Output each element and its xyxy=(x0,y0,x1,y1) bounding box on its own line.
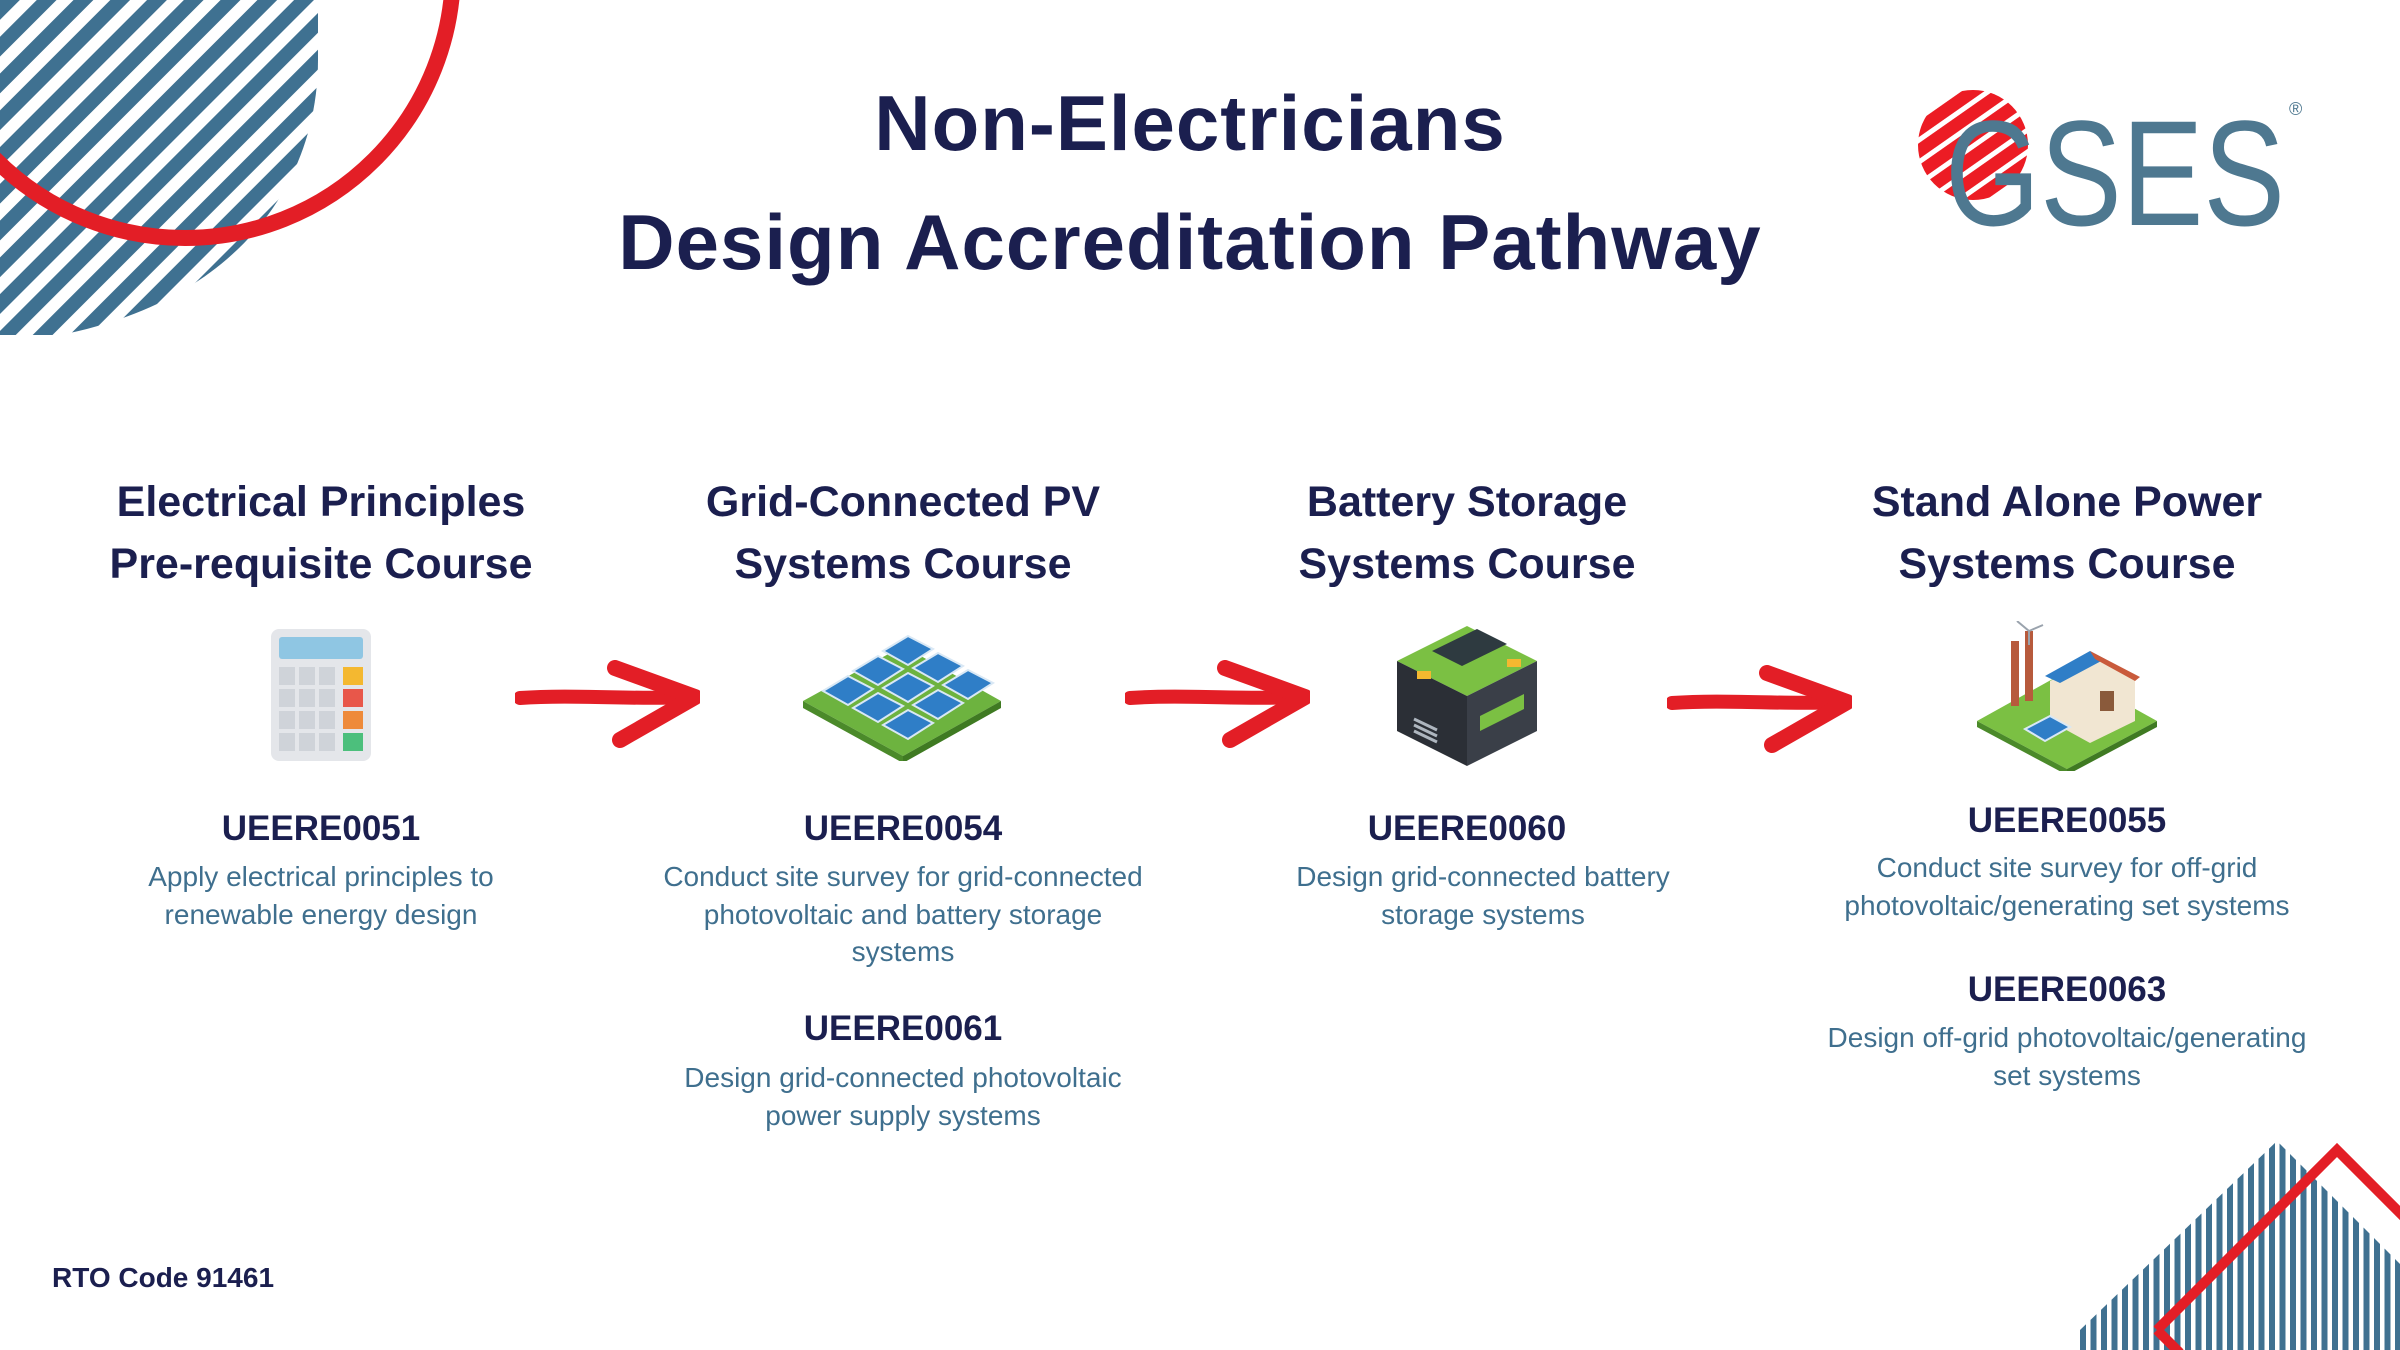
arrow-right-icon xyxy=(515,660,700,748)
step-heading: Stand Alone Power xyxy=(1871,478,2263,526)
unit-description: Design grid-connected battery xyxy=(1296,861,1670,892)
step-battery-storage: Battery Storage Systems Course UEERE0060… xyxy=(1167,471,1767,971)
unit-description: Design off-grid photovoltaic/generating xyxy=(1827,1022,2307,1053)
step-heading: Systems Course xyxy=(734,540,1072,588)
step-heading: Electrical Principles xyxy=(116,478,526,526)
unit-code: UEERE0063 xyxy=(1967,970,2167,1009)
battery-icon xyxy=(1397,626,1537,766)
unit-code: UEERE0055 xyxy=(1967,801,2167,840)
rto-code: RTO Code 91461 xyxy=(52,1262,275,1293)
unit-description: Conduct site survey for grid-connected xyxy=(663,861,1143,892)
gses-logo-mark: GSES ® xyxy=(1918,89,2302,257)
step-electrical-principles: Electrical Principles Pre-requisite Cour… xyxy=(21,471,621,971)
unit-description: storage systems xyxy=(1381,899,1585,930)
svg-text:®: ® xyxy=(2289,99,2302,119)
calculator-icon xyxy=(271,629,371,761)
arrow-right-icon xyxy=(1667,665,1852,753)
step-heading: Systems Course xyxy=(1898,540,2236,588)
unit-code: UEERE0061 xyxy=(803,1009,1003,1048)
svg-text:GSES: GSES xyxy=(1945,89,2285,235)
arrow-right-icon xyxy=(1125,660,1310,748)
unit-description: systems xyxy=(851,936,955,967)
unit-description: photovoltaic/generating set systems xyxy=(1844,890,2290,921)
unit-description: Design grid-connected photovoltaic xyxy=(684,1062,1122,1093)
unit-code: UEERE0060 xyxy=(1367,809,1567,848)
unit-description: renewable energy design xyxy=(164,899,478,930)
page-title-line-2: Design Accreditation Pathway xyxy=(618,198,1762,286)
unit-description: power supply systems xyxy=(765,1100,1041,1131)
solar-panel-array-icon xyxy=(803,634,1001,761)
gses-logo: GSES ® xyxy=(1905,65,2325,257)
step-grid-connected-pv: Grid-Connected PV Systems Course UEERE00… xyxy=(603,471,1203,1171)
step-heading: Battery Storage xyxy=(1306,478,1628,526)
page-title-line-1: Non-Electricians xyxy=(874,79,1506,167)
unit-description: Apply electrical principles to xyxy=(148,861,494,892)
decorative-stripes-bottom-right xyxy=(2080,1141,2400,1350)
step-heading: Pre-requisite Course xyxy=(109,540,533,588)
unit-code: UEERE0054 xyxy=(803,809,1003,848)
unit-code: UEERE0051 xyxy=(221,809,421,848)
decorative-stripes-top-left xyxy=(0,0,460,335)
red-arc xyxy=(0,0,460,246)
unit-description: Conduct site survey for off-grid xyxy=(1876,852,2258,883)
step-stand-alone-power: Stand Alone Power Systems Course UEERE00… xyxy=(1767,471,2367,1121)
unit-description: photovoltaic and battery storage xyxy=(703,899,1103,930)
off-grid-house-icon xyxy=(1977,621,2157,771)
unit-description: set systems xyxy=(1993,1060,2141,1091)
step-heading: Systems Course xyxy=(1298,540,1636,588)
step-heading: Grid-Connected PV xyxy=(705,478,1101,526)
